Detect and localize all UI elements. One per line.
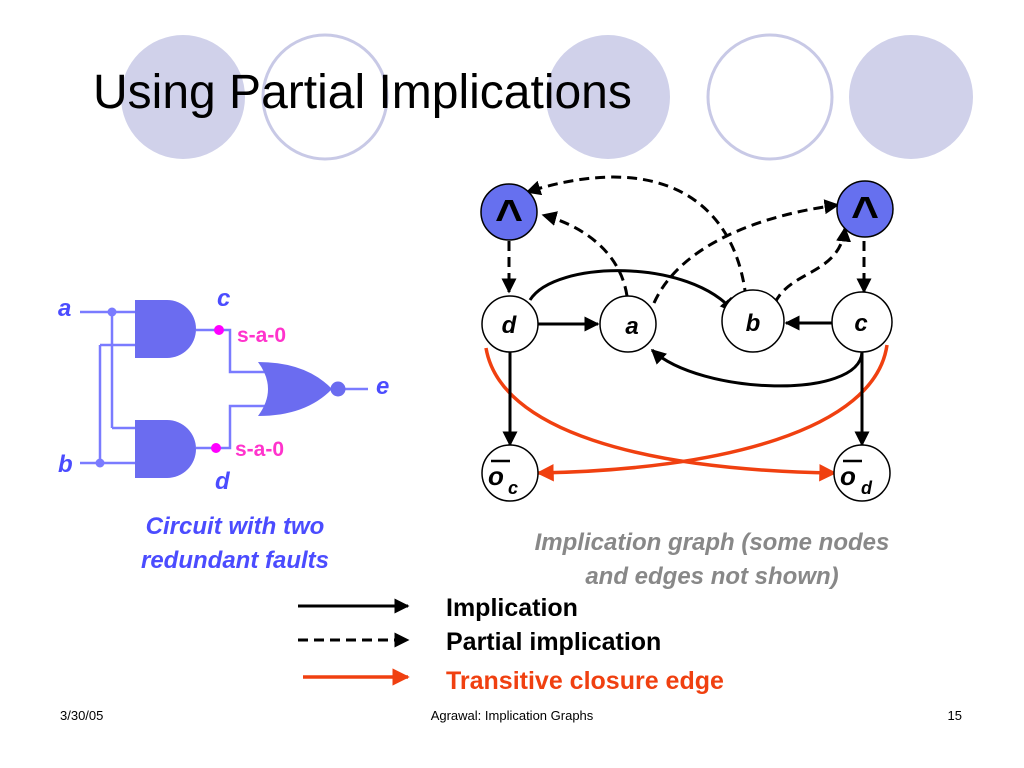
partial-edge-a-to-and-left (541, 211, 629, 297)
decor-circles (121, 33, 973, 161)
node-oc (481, 444, 539, 502)
footer-page-number: 15 (948, 708, 962, 723)
junction-dot (107, 307, 117, 317)
node-od-sub: d (861, 478, 873, 498)
node-od (833, 444, 891, 502)
node-b-label: b (746, 310, 761, 337)
legend-implication-label: Implication (446, 594, 578, 622)
node-od-main: o (840, 461, 856, 491)
page-title: Using Partial Implications (93, 66, 632, 119)
edge-d-to-b (528, 269, 736, 314)
wire-c (196, 328, 270, 374)
circuit: a b c d e s-a-0 s-a-0 Circuit with two r… (58, 285, 389, 574)
decor-circle (261, 33, 389, 161)
circuit-caption-line1: Circuit with two (146, 513, 325, 540)
net-d-label: d (215, 468, 231, 495)
input-a-label: a (58, 295, 71, 322)
footer: 3/30/05 Agrawal: Implication Graphs 15 (60, 708, 962, 723)
legend-transitive-label: Transitive closure edge (446, 667, 724, 695)
legend: Implication Partial implication Transiti… (298, 594, 724, 695)
nor-bubble (330, 381, 346, 397)
circuit-caption-line2: redundant faults (141, 547, 329, 574)
input-b-label: b (58, 451, 73, 478)
node-oc-main: o (488, 461, 504, 491)
edge-c-to-a (650, 348, 864, 388)
legend-partial-label: Partial implication (446, 628, 661, 656)
implication-graph: ^ ^ d a b c o c o d Implica (480, 175, 894, 590)
and-node-left (480, 183, 538, 241)
transitive-edge-d-to-od (484, 347, 837, 482)
partial-edge-a-to-and-right (652, 199, 840, 304)
and-gate-top (135, 300, 196, 358)
node-d-label: d (502, 312, 518, 339)
nor-gate (258, 362, 332, 416)
fault-dot-c (214, 325, 224, 335)
node-d (481, 295, 539, 353)
node-a (599, 295, 657, 353)
footer-date: 3/30/05 (60, 708, 103, 723)
node-c (831, 291, 893, 353)
transitive-edge-c-to-oc (536, 344, 889, 482)
decor-circle (121, 35, 245, 159)
node-c-label: c (854, 310, 867, 337)
graph-caption-line1: Implication graph (some nodes (535, 529, 890, 556)
and-symbol-right: ^ (851, 188, 879, 241)
node-oc-sub: c (508, 478, 518, 498)
footer-center: Agrawal: Implication Graphs (431, 708, 594, 723)
partial-edge-b-to-and-right (773, 226, 852, 304)
output-e-label: e (376, 373, 389, 400)
junction-dot (95, 458, 105, 468)
fault-c-label: s-a-0 (237, 324, 286, 347)
and-symbol-left: ^ (495, 191, 523, 244)
node-b (721, 289, 785, 353)
fault-d-label: s-a-0 (235, 438, 284, 461)
and-gate-bottom (135, 420, 196, 478)
fault-dot-d (211, 443, 221, 453)
decor-circle (706, 33, 834, 161)
node-a-label: a (625, 313, 638, 340)
and-node-right (836, 180, 894, 238)
net-c-label: c (217, 285, 230, 312)
decor-circle (849, 35, 973, 159)
graph-caption-line2: and edges not shown) (585, 563, 838, 590)
decor-circle (546, 35, 670, 159)
partial-edge-b-to-and-left (525, 175, 748, 299)
